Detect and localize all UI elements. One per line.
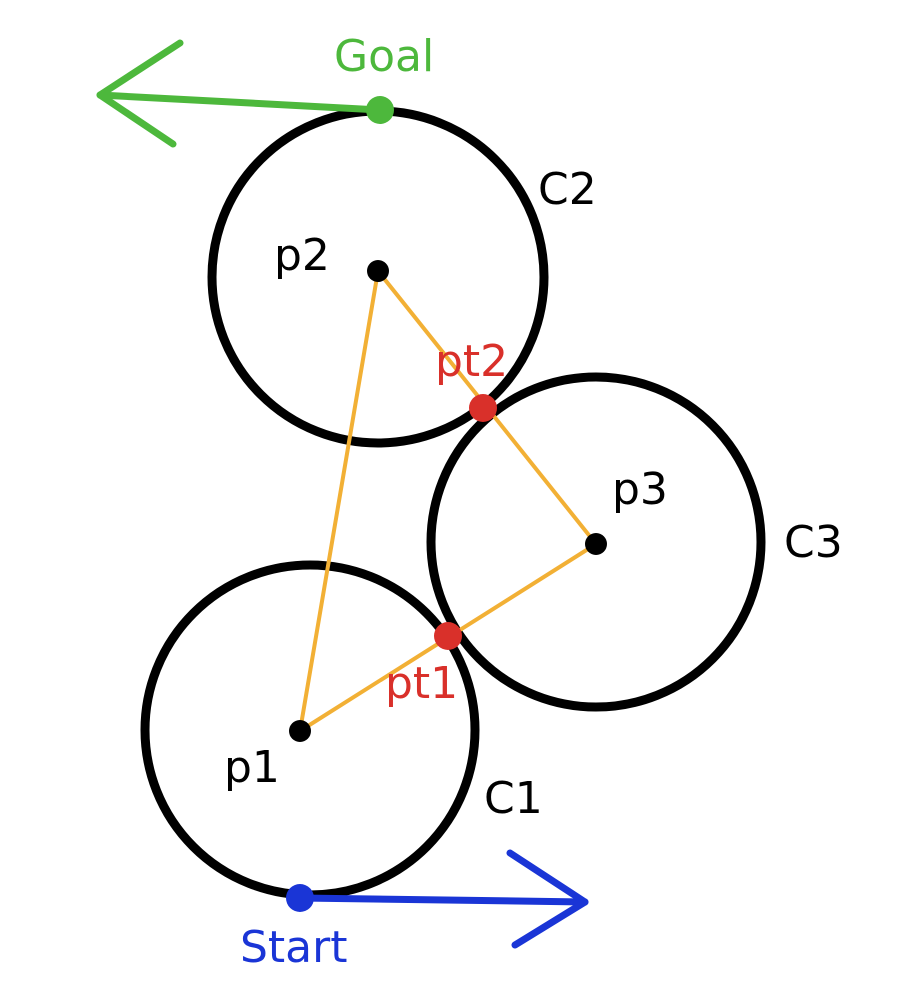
start-label: Start [240, 922, 348, 973]
goal-arrow [96, 39, 384, 148]
center-label-p3: p3 [612, 464, 668, 515]
tangent-label-pt2: pt2 [435, 336, 508, 387]
center-label-p1: p1 [224, 742, 280, 793]
goal-label: Goal [334, 31, 434, 82]
center-point-p1 [289, 720, 311, 742]
center-point-p3 [585, 533, 607, 555]
goal-point [366, 96, 394, 124]
tangent-label-pt1: pt1 [385, 658, 458, 709]
circle-c3 [426, 372, 766, 712]
circle-label-c2: C2 [538, 164, 597, 215]
start-arrow [296, 849, 589, 949]
circle-label-c3: C3 [784, 517, 843, 568]
tangent-point-pt2 [469, 394, 497, 422]
center-label-p2: p2 [274, 230, 330, 281]
tangent-point-pt1 [434, 622, 462, 650]
start-point [286, 884, 314, 912]
center-point-p2 [367, 260, 389, 282]
circle-label-c1: C1 [484, 773, 543, 824]
